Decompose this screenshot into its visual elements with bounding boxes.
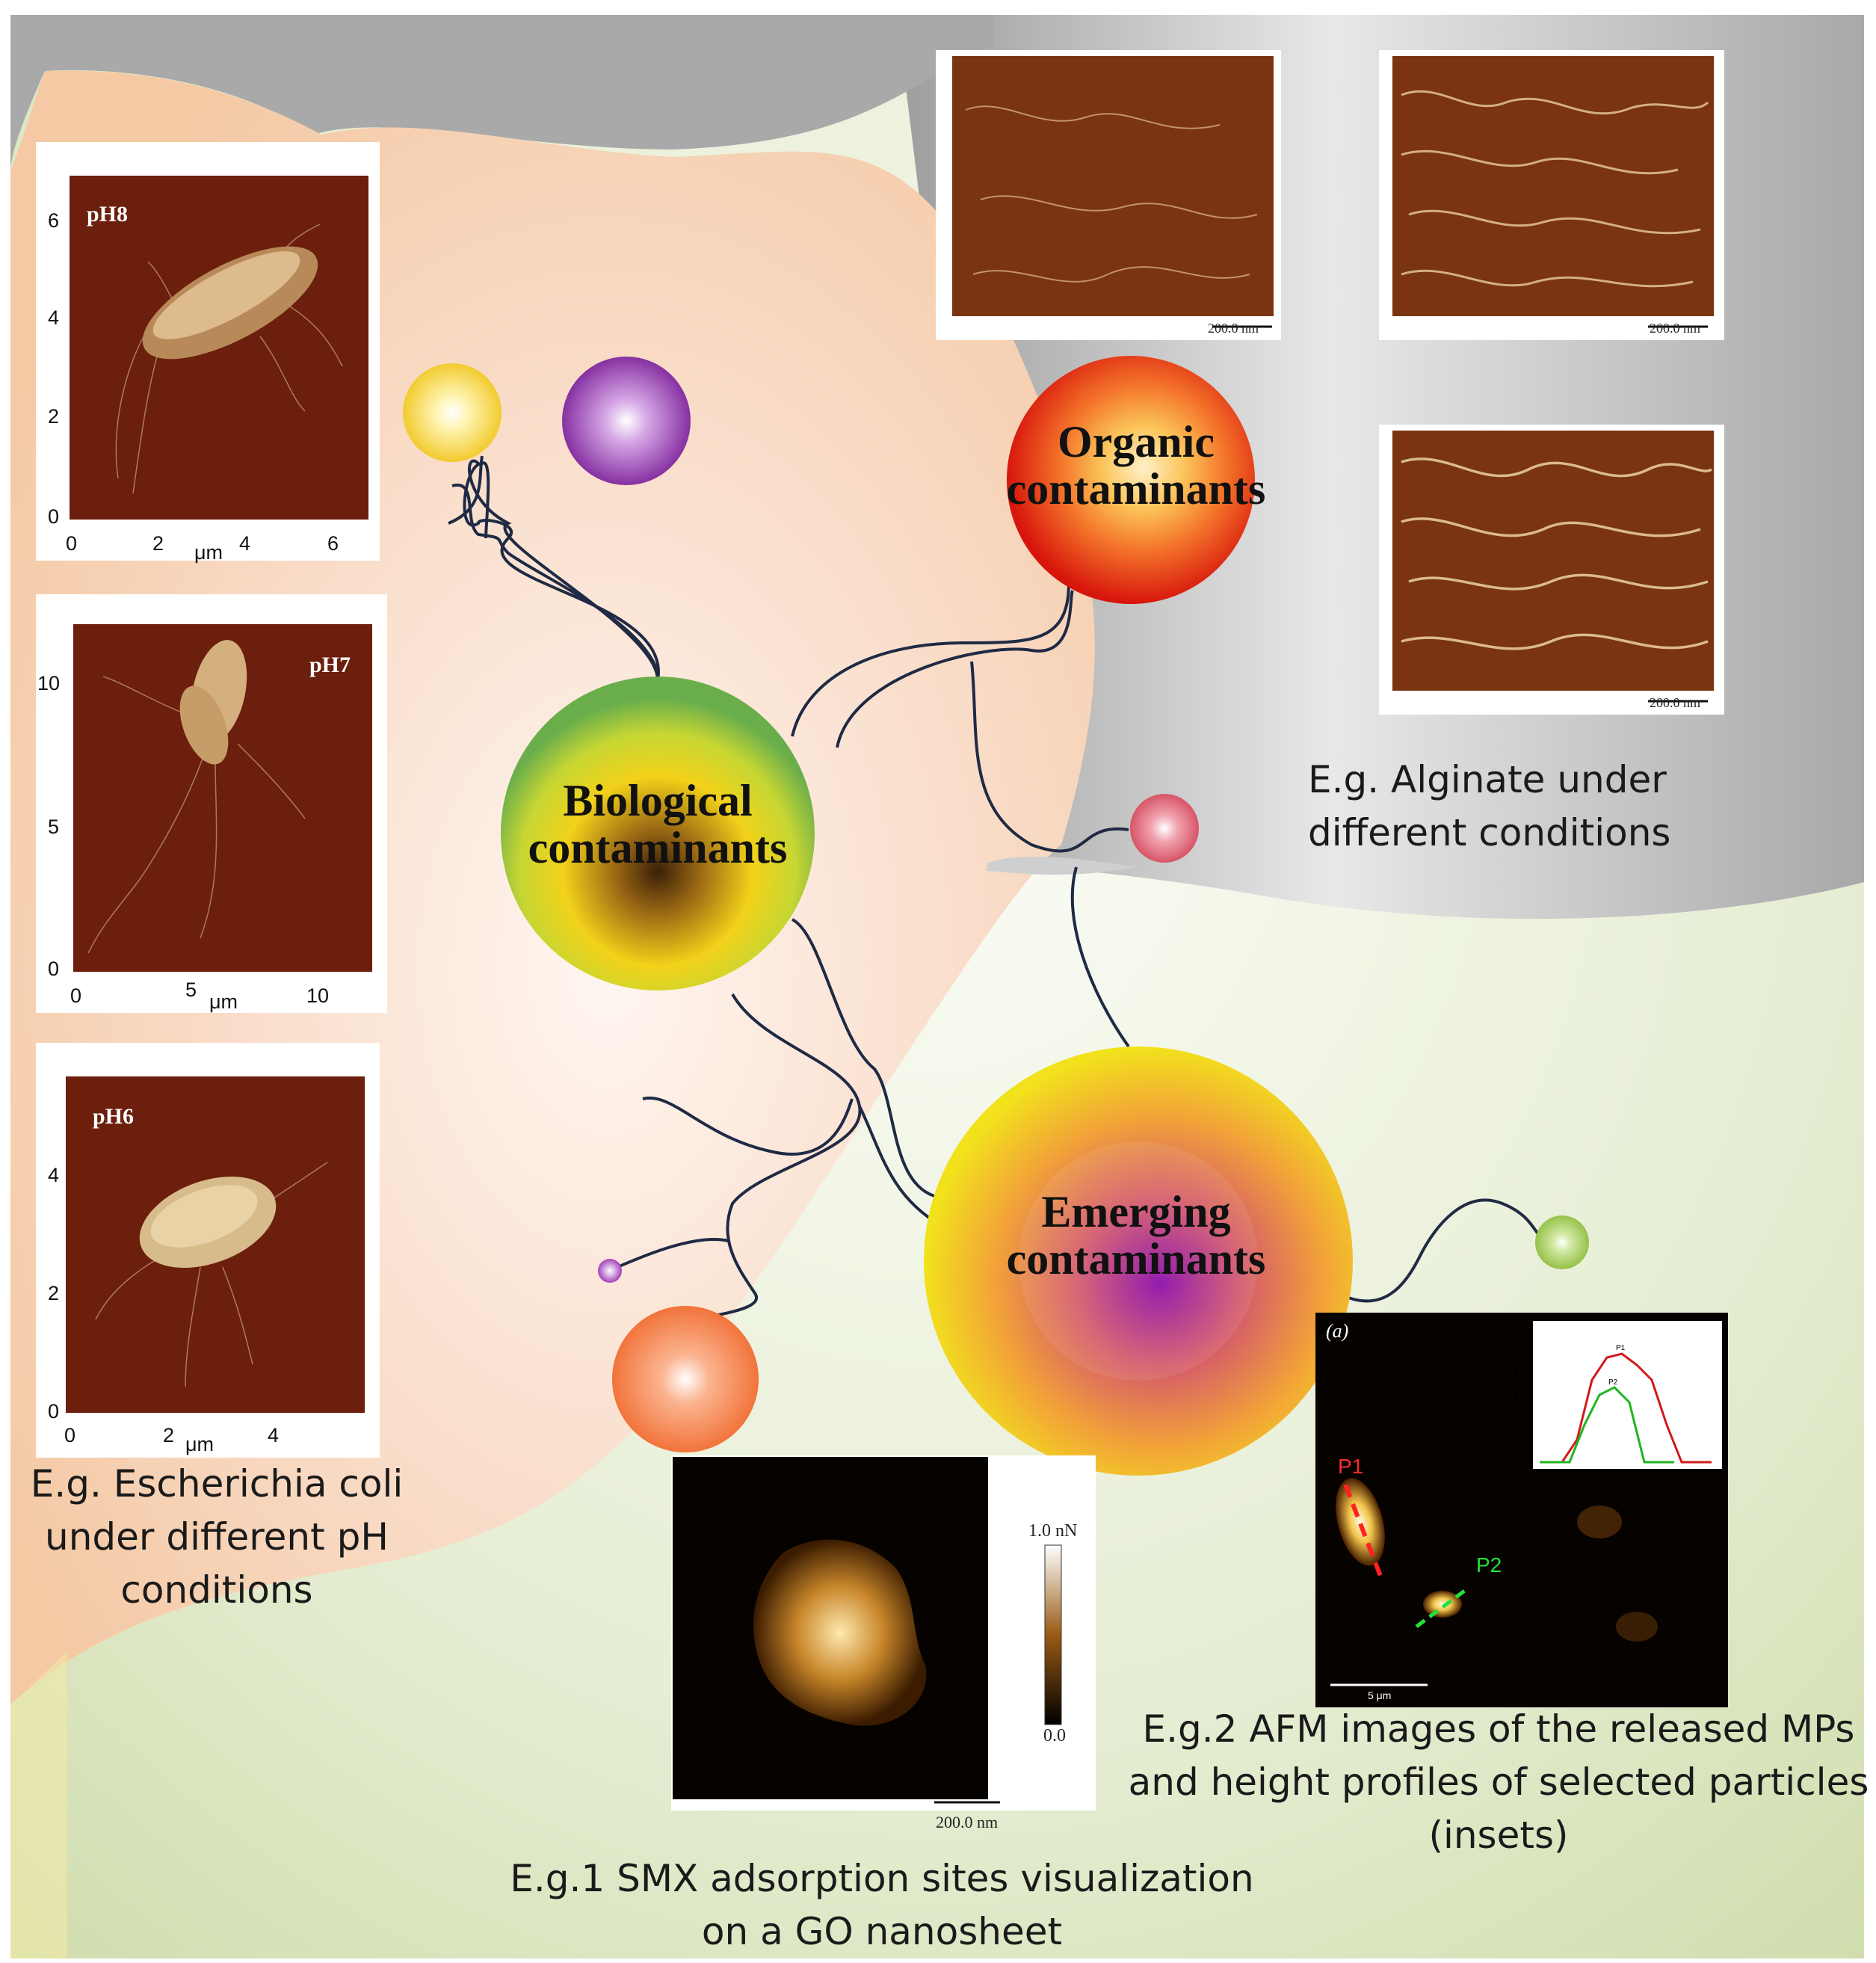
caption-line: E.g.1 SMX adsorption sites visualization <box>510 1857 1254 1900</box>
y-tick: 0 <box>48 505 60 528</box>
x-tick: 4 <box>239 532 251 555</box>
ph8-label: pH8 <box>87 202 129 226</box>
y-tick: 0 <box>48 1400 60 1423</box>
caption-line: on a GO nanosheet <box>701 1910 1063 1953</box>
p2-marker-label: P2 <box>1476 1553 1502 1577</box>
ecoli-panel-ph8: pH8 6 4 2 0 0 2 4 6 μm <box>36 142 380 564</box>
x-tick: 4 <box>268 1424 280 1446</box>
x-tick: 2 <box>163 1424 175 1446</box>
emerging-hub-label: Emerging contaminants <box>957 1189 1315 1283</box>
emerging-hub <box>924 1047 1353 1476</box>
x-tick: 0 <box>66 532 78 555</box>
caption-line: under different pH <box>45 1515 389 1559</box>
small-purple-ball <box>598 1259 622 1283</box>
colorbar-max-label: 1.0 nN <box>1028 1521 1078 1541</box>
caption-line: conditions <box>120 1568 313 1612</box>
x-tick: 5 <box>185 979 197 1001</box>
x-unit: μm <box>185 1433 215 1455</box>
caption-line: (insets) <box>1428 1813 1569 1857</box>
y-tick: 0 <box>48 958 60 980</box>
inset-xlabel: Lateral distance(μm) <box>1592 1473 1661 1482</box>
caption-smx: E.g.1 SMX adsorption sites visualization… <box>471 1852 1293 1959</box>
x-tick: 6 <box>327 532 339 555</box>
scale-label: 200.0 nm <box>1208 321 1259 336</box>
biological-line1: Biological <box>563 776 753 825</box>
biological-hub <box>501 677 815 990</box>
y-tick: 10 <box>37 672 61 694</box>
y-tick: 2 <box>48 1282 60 1304</box>
alginate-panel-3: 200.0 nm <box>1379 425 1724 715</box>
smx-afm-image <box>673 1457 1062 1804</box>
organic-hub-label: Organic contaminants <box>957 419 1315 513</box>
x-tick: 2 <box>152 532 164 555</box>
emerging-line1: Emerging <box>1041 1187 1231 1236</box>
x-unit: μm <box>194 541 223 564</box>
inset-p2: P2 <box>1608 1378 1618 1387</box>
green-ball <box>1535 1215 1589 1269</box>
mp-panel: (a) P1 P2 5 μm Lateral distance(μm) Heig… <box>1315 1313 1728 1707</box>
mp-afm-image <box>1330 1319 1724 1686</box>
ph6-label: pH6 <box>93 1104 135 1129</box>
smx-panel: 200.0 nm 1.0 nN 0.0 <box>671 1455 1096 1831</box>
ph7-label: pH7 <box>309 653 351 677</box>
organic-line1: Organic <box>1058 417 1215 466</box>
ecoli-panel-ph7: pH7 10 5 0 0 5 10 μm <box>36 594 387 1013</box>
caption-alginate: E.g. Alginate under different conditions <box>1271 754 1741 860</box>
afm-alginate-3 <box>1392 431 1714 703</box>
emerging-line2: contaminants <box>1006 1234 1266 1284</box>
y-tick: 4 <box>48 1164 60 1186</box>
caption-line: E.g. Escherichia coli <box>30 1462 404 1506</box>
pink-ball <box>1130 794 1199 863</box>
colorbar-min-label: 0.0 <box>1043 1726 1066 1745</box>
scale-label: 200.0 nm <box>1650 695 1701 710</box>
caption-line: and height profiles of selected particle… <box>1128 1760 1869 1804</box>
x-tick: 0 <box>70 984 82 1007</box>
x-tick: 10 <box>306 984 330 1007</box>
y-tick: 6 <box>48 209 60 232</box>
y-tick: 2 <box>48 405 60 428</box>
organic-line2: contaminants <box>1006 464 1266 514</box>
afm-alginate-2 <box>1392 56 1714 328</box>
panel-tag: (a) <box>1326 1320 1349 1342</box>
afm-image-ph8 <box>70 176 368 520</box>
inset-p1: P1 <box>1616 1344 1626 1352</box>
caption-line: different conditions <box>1308 811 1671 854</box>
organic-hub <box>1007 356 1255 604</box>
scale-label: 200.0 nm <box>1650 321 1701 336</box>
afm-alginate-1 <box>952 56 1274 328</box>
biological-hub-label: Biological contaminants <box>486 777 830 872</box>
biological-line2: contaminants <box>528 823 788 872</box>
caption-mps: E.g.2 AFM images of the released MPs and… <box>1121 1703 1876 1862</box>
y-tick: 4 <box>48 306 60 329</box>
x-tick: 0 <box>64 1424 76 1446</box>
caption-line: E.g. Alginate under <box>1308 758 1667 801</box>
smx-scale-label: 200.0 nm <box>936 1813 999 1831</box>
purple-ball <box>562 357 691 485</box>
alginate-panel-2: 200.0 nm <box>1379 50 1724 340</box>
mp-scale-label: 5 μm <box>1368 1689 1392 1701</box>
yellow-ball <box>403 363 502 462</box>
caption-ecoli: E.g. Escherichia coli under different pH… <box>15 1458 419 1617</box>
caption-line: E.g.2 AFM images of the released MPs <box>1142 1707 1855 1751</box>
inset-ylabel: Height(nm) <box>1511 1362 1520 1401</box>
y-tick: 5 <box>48 816 60 838</box>
orange-ball <box>612 1306 759 1452</box>
afm-image-ph7 <box>73 624 372 972</box>
x-unit: μm <box>209 990 238 1013</box>
p1-marker-label: P1 <box>1338 1455 1364 1478</box>
afm-image-ph6 <box>66 1076 365 1413</box>
ecoli-panel-ph6: pH6 4 2 0 0 2 4 μm <box>36 1043 380 1458</box>
alginate-panel-1: 200.0 nm <box>936 50 1281 340</box>
